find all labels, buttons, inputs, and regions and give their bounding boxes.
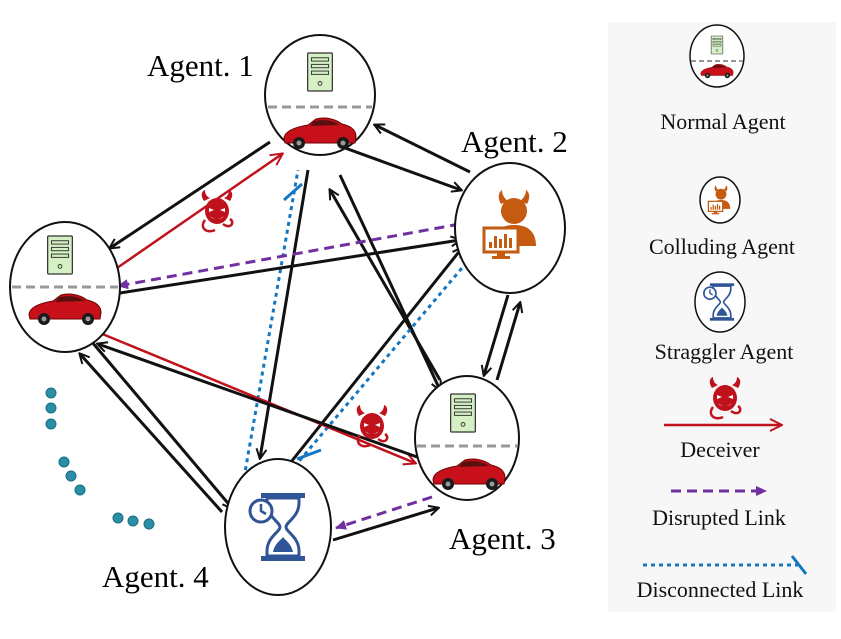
- link-a3-to-a2: [495, 303, 520, 381]
- link-a1-to-a5: [110, 140, 271, 248]
- link-a3-to-a5: [98, 344, 421, 460]
- agent-2-label: Agent. 2: [461, 124, 568, 159]
- legend-normal-agent-icon: [689, 24, 745, 88]
- disconnect-mark-a1-a4: [283, 182, 303, 202]
- disconnected-a2-a4: [288, 261, 469, 473]
- link-a1-to-a3: [338, 174, 440, 390]
- agent-4-node[interactable]: [224, 458, 332, 596]
- deceiver-a5-to-a1: [116, 154, 282, 270]
- disconnect-mark-a2-a4: [296, 448, 322, 461]
- link-a3-to-a1: [330, 190, 442, 381]
- disrupted-a3-to-a4: [335, 495, 433, 530]
- disrupted-a2-to-a5: [117, 222, 461, 290]
- legend: Normal Agent Colluding Agent Straggler A…: [608, 22, 836, 612]
- agent-2-node[interactable]: [454, 162, 566, 294]
- more-agents-ellipsis: [45, 387, 155, 530]
- link-a1-to-a4: [260, 169, 310, 458]
- legend-deceiver-label: Deceiver: [680, 437, 760, 462]
- agent-5-node[interactable]: [9, 221, 121, 353]
- legend-colluding-label: Colluding Agent: [649, 234, 795, 259]
- agent-3-node[interactable]: [414, 375, 520, 501]
- link-a1-to-a2: [344, 146, 461, 190]
- link-a2-to-a1: [375, 125, 471, 174]
- legend-disconnected-label: Disconnected Link: [637, 577, 804, 602]
- server-icon: [307, 52, 333, 92]
- deceiver-devil-icon-upper: [200, 188, 234, 233]
- agent-3-label: Agent. 3: [449, 521, 556, 556]
- server-icon: [47, 235, 73, 275]
- link-a5-to-a4: [90, 341, 232, 508]
- links: [80, 125, 520, 542]
- agent-4-label: Agent. 4: [102, 559, 209, 594]
- legend-colluding-agent-icon: [699, 176, 741, 224]
- server-icon: [450, 393, 476, 433]
- link-a4-to-a5: [80, 354, 224, 514]
- legend-normal-label: Normal Agent: [660, 109, 785, 134]
- legend-disconnect-mark: [790, 555, 808, 575]
- agent-1-label: Agent. 1: [147, 48, 254, 83]
- legend-straggler-label: Straggler Agent: [655, 339, 794, 364]
- link-a5-to-a2: [119, 240, 460, 295]
- link-a4-to-a2: [281, 248, 462, 473]
- disconnected-a4-a1: [242, 169, 300, 479]
- link-a4-to-a3: [332, 508, 438, 542]
- deceiver-a5-to-a3: [99, 331, 415, 463]
- legend-straggler-agent-icon: [694, 271, 746, 333]
- legend-disrupted-label: Disrupted Link: [652, 505, 786, 530]
- link-a2-to-a3: [484, 294, 510, 375]
- agent-1-node[interactable]: [264, 34, 376, 156]
